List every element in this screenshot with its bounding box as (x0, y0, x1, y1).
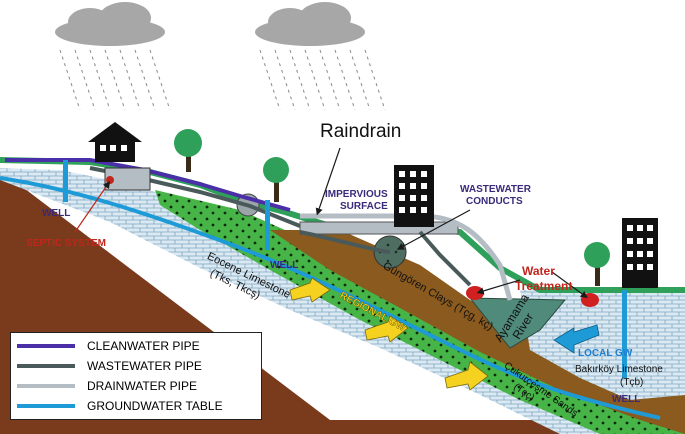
well-icon (63, 160, 627, 378)
impervious-surface-label-2: SURFACE (340, 201, 388, 212)
legend-item-wastewater: WASTEWATER PIPE (17, 357, 202, 375)
wastewater-conducts-label-2: CONDUCTS (466, 196, 523, 207)
legend-label-groundwater: GROUNDWATER TABLE (87, 399, 223, 413)
legend-swatch-drainwater (17, 384, 75, 388)
legend-label-wastewater: WASTEWATER PIPE (87, 359, 202, 373)
gungoren-clays-layer (270, 230, 685, 434)
ayamama-river (468, 297, 567, 349)
septic-tank (104, 167, 151, 191)
legend-item-groundwater: GROUNDWATER TABLE (17, 397, 223, 415)
legend-swatch-wastewater (17, 364, 75, 368)
legend-label-cleanwater: CLEANWATER PIPE (87, 339, 200, 353)
wastewater-conducts-label-1: WASTEWATER (460, 184, 532, 195)
rain-cloud-right (255, 2, 386, 111)
legend-swatch-groundwater (17, 404, 75, 408)
well-left-label: WELL (42, 208, 70, 219)
building-icon (394, 165, 658, 288)
bakirkoy-limestone-label-2: (Tçb) (620, 377, 643, 388)
water-treatment-label-2: Treatment (515, 279, 572, 293)
well-right-label: WELL (612, 394, 640, 405)
raindrain-label: Raindrain (320, 121, 401, 142)
callout-lines (74, 147, 588, 299)
legend: CLEANWATER PIPE WASTEWATER PIPE DRAINWAT… (10, 332, 262, 420)
bakirkoy-limestone-label-1: Bakırköy Limestone (575, 364, 663, 375)
groundwater-flow-arrows (289, 277, 600, 391)
cleanwater-pipe-path (5, 158, 291, 212)
groundwater-table-line (0, 176, 661, 420)
house-icon (88, 122, 142, 162)
legend-swatch-cleanwater (17, 344, 75, 348)
bakirkoy-limestone-block (520, 290, 685, 400)
rain-cloud-left (55, 2, 171, 111)
water-treatment-label-1: Water (522, 264, 555, 278)
impervious-surface-slab (299, 221, 459, 235)
impervious-surface-label-1: IMPERVIOUS (325, 189, 388, 200)
legend-item-cleanwater: CLEANWATER PIPE (17, 337, 200, 355)
septic-system-label: SEPTIC SYSTEM (26, 238, 106, 249)
tree-icon (174, 129, 610, 286)
legend-label-drainwater: DRAINWATER PIPE (87, 379, 198, 393)
local-gw-label: LOCAL GW (578, 348, 633, 359)
well-middle-label: WELL (270, 260, 298, 271)
legend-item-drainwater: DRAINWATER PIPE (17, 377, 197, 395)
